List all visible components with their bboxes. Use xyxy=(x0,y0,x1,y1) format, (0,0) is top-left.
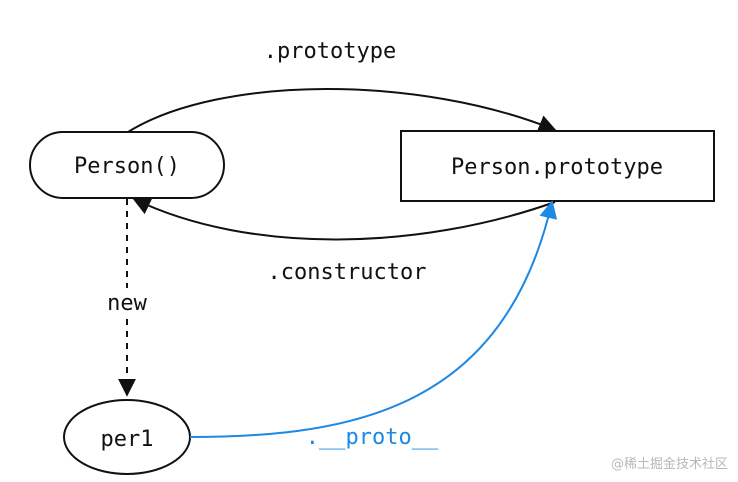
proto-arrow xyxy=(189,200,558,438)
person-prototype-node xyxy=(400,130,715,202)
constructor-arrow xyxy=(132,197,556,241)
instance-label: per1 xyxy=(101,427,154,452)
prototype-arrow xyxy=(127,88,557,133)
person-constructor-label: Person() xyxy=(74,154,180,179)
watermark: @稀土掘金技术社区 xyxy=(610,457,728,472)
person-prototype-label: Person.prototype xyxy=(451,155,663,180)
prototype-label: .prototype xyxy=(264,39,396,64)
person-constructor-node xyxy=(29,131,225,199)
proto-label: .__proto__ xyxy=(306,425,439,450)
constructor-label: .constructor xyxy=(268,260,427,285)
new-label: new xyxy=(107,291,147,316)
new-label-background xyxy=(104,288,150,318)
